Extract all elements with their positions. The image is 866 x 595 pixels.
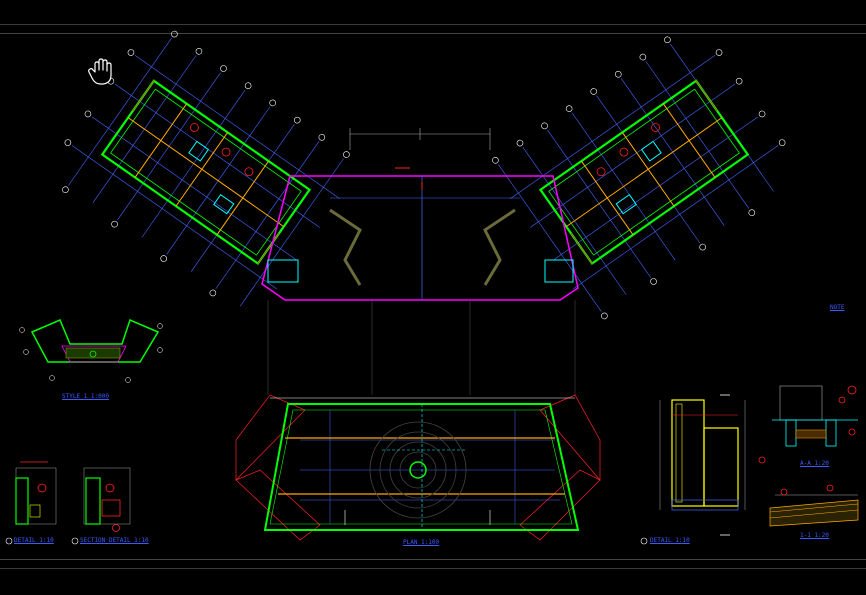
right-wing <box>492 36 786 320</box>
detail-left-1-label: DETAIL 1:10 <box>14 537 54 544</box>
detail-left-1 <box>15 461 57 525</box>
bottom-rule-2 <box>0 568 866 569</box>
left-wing <box>62 30 350 307</box>
center-plan-label: PLAN 1:100 <box>403 539 440 546</box>
detail-right <box>659 394 746 536</box>
bottom-rule <box>0 559 866 560</box>
section-note-label: NOTE <box>830 304 845 311</box>
section-b <box>769 484 859 527</box>
section-b-label: 1-1 1:20 <box>800 532 829 539</box>
center-plan <box>235 394 601 541</box>
projection-lines <box>267 300 576 395</box>
top-rule <box>0 24 866 25</box>
right-wing-axes <box>498 43 779 312</box>
detail-left-2 <box>83 467 131 532</box>
small-key-plan <box>19 318 163 383</box>
top-rule-2 <box>0 33 866 34</box>
left-wing-axes <box>68 38 344 307</box>
small-plan-label: STYLE 1 1:000 <box>62 393 109 400</box>
center-hall <box>261 128 579 301</box>
section-a <box>758 385 858 464</box>
section-a-label: A-A 1:20 <box>800 460 829 467</box>
hand-pan-cursor-icon <box>88 58 112 85</box>
right-wing-wall <box>538 79 750 266</box>
detail-right-label: DETAIL 1:10 <box>650 537 690 544</box>
detail-left-2-label: SECTION DETAIL 1:10 <box>80 537 149 544</box>
